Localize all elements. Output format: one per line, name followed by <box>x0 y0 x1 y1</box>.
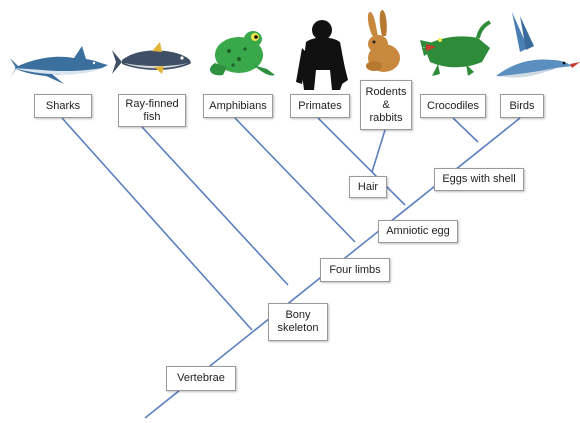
label-crocodiles: Crocodiles <box>420 94 486 118</box>
crocodile-branch <box>452 117 479 143</box>
rodent-branch <box>371 129 386 173</box>
trait-four-limbs: Four limbs <box>320 258 390 282</box>
shark-icon <box>10 46 108 84</box>
label-birds: Birds <box>500 94 544 118</box>
gorilla-icon <box>296 20 348 90</box>
label-ray-finned-fish: Ray-finned fish <box>118 94 186 127</box>
label-primates: Primates <box>290 94 350 118</box>
branch-lines <box>61 117 521 419</box>
trait-vertebrae: Vertebrae <box>166 366 236 391</box>
bird-icon <box>496 12 580 78</box>
frog-icon <box>209 31 275 76</box>
label-amphibians: Amphibians <box>203 94 273 118</box>
fish-branch <box>141 126 289 286</box>
trait-eggs-with-shell: Eggs with shell <box>434 168 524 191</box>
trait-bony-skeleton: Bony skeleton <box>268 303 328 341</box>
tuna-icon <box>112 42 191 74</box>
rabbit-icon <box>366 10 400 72</box>
label-rodents-rabbits: Rodents & rabbits <box>360 80 412 130</box>
crocodile-icon <box>420 20 491 76</box>
label-sharks: Sharks <box>34 94 92 118</box>
shark-branch <box>61 117 253 331</box>
primate-branch <box>317 117 406 206</box>
amphibian-branch <box>234 117 356 243</box>
trait-hair: Hair <box>349 176 387 198</box>
trait-amniotic-egg: Amniotic egg <box>378 220 458 243</box>
